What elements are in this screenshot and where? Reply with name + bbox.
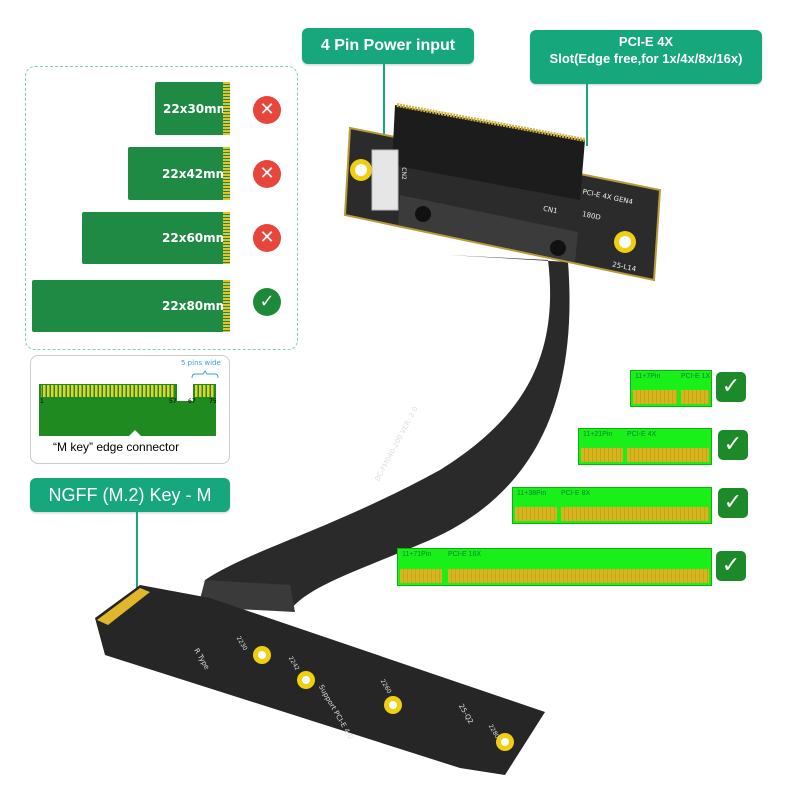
gold-fingers — [223, 212, 230, 264]
pcie-x4-slot — [392, 105, 585, 200]
pin-count-label: 11+71Pin — [402, 551, 432, 558]
pcie-slot-subtitle: Slot(Edge free,for 1x/4x/8x/16x) — [549, 51, 743, 66]
x-circle-icon: ✕ — [253, 160, 281, 188]
pcie-width-label: PCI-E 8X — [561, 490, 591, 497]
pin-number-1: 1 — [40, 398, 44, 405]
4pin-power-connector — [371, 149, 399, 211]
pin-count-label: 11+21Pin — [583, 431, 613, 438]
slot-callout-line — [586, 84, 588, 146]
gold-fingers — [561, 507, 709, 521]
m2-card-2260: 22x60mm — [82, 212, 230, 264]
m2-size-label: 22x42mm — [162, 166, 229, 181]
m2-card-2230: 22x30mm — [155, 82, 230, 135]
gold-fingers — [627, 448, 709, 462]
gold-fingers — [633, 390, 677, 404]
cable-clamp — [398, 195, 578, 262]
pin-number-67: 67 — [188, 398, 196, 405]
slot-contacts — [396, 103, 586, 142]
pin-count-label: 11+38Pin — [517, 490, 547, 497]
check-icon: ✓ — [718, 488, 748, 518]
pcie-width-label: PCI-E 4X — [627, 431, 657, 438]
m2-size-label: 22x80mm — [162, 299, 229, 313]
check-icon: ✓ — [716, 372, 746, 402]
m2-gold-fingers — [97, 588, 150, 625]
x-circle-icon: ✕ — [253, 96, 281, 124]
cn2-label: CN2 — [399, 167, 407, 180]
m2-card-2280: 22x80mm — [32, 280, 230, 332]
gold-fingers — [223, 147, 230, 200]
power-input-callout: 4 Pin Power input — [302, 28, 474, 64]
m-key-caption: “M key” edge connector — [53, 440, 180, 454]
m-key-connector-graphic — [39, 370, 219, 436]
pins-wide-label: 5 pins wide — [181, 359, 221, 367]
m2-adapter-pcb — [95, 585, 545, 775]
x-circle-icon: ✕ — [253, 224, 281, 252]
gold-fingers — [400, 569, 442, 583]
pcie-width-label: PCI-E 1X — [681, 373, 711, 380]
screw-icon — [415, 206, 431, 222]
gold-fingers — [515, 507, 557, 521]
pcie-width-label: PCI-E 16X — [448, 551, 482, 558]
power-callout-line — [383, 64, 385, 142]
pcie-slot-callout: PCI-E 4X Slot(Edge free,for 1x/4x/8x/16x… — [530, 30, 762, 84]
m2-size-label: 22x60mm — [162, 231, 229, 245]
gold-fingers — [448, 569, 709, 583]
gold-fingers — [681, 390, 709, 404]
m2-card-2242: 22x42mm — [128, 147, 230, 200]
ngff-callout-line — [136, 512, 138, 602]
pin-number-57: 57 — [169, 398, 177, 405]
gold-fingers — [581, 448, 623, 462]
m2-size-compatibility-panel — [25, 66, 298, 350]
pin-count-label: 11+7Pin — [635, 373, 661, 380]
pcie-card-8x: 11+38Pin PCI-E 8X — [512, 487, 712, 524]
ngff-key-m-callout: NGFF (M.2) Key - M — [30, 478, 230, 512]
flat-ribbon-cable — [200, 255, 570, 610]
gold-fingers — [223, 82, 230, 135]
screw-icon — [550, 240, 566, 256]
pin-number-75: 75 — [209, 398, 217, 405]
pcie-slot-title: PCI-E 4X — [618, 34, 674, 49]
pcie-card-16x: 11+71Pin PCI-E 16X — [397, 548, 712, 586]
check-icon: ✓ — [716, 551, 746, 581]
m-key-diagram: 5 pins wide 1 57 67 75 “M key” edge conn… — [30, 355, 230, 464]
check-icon: ✓ — [718, 430, 748, 460]
pcie-card-1x: 11+7Pin PCI-E 1X — [630, 370, 712, 407]
m2-size-label: 22x30mm — [163, 101, 230, 116]
pcie-card-4x: 11+21Pin PCI-E 4X — [578, 428, 712, 465]
check-circle-icon: ✓ — [253, 288, 281, 316]
gold-fingers — [223, 280, 230, 332]
